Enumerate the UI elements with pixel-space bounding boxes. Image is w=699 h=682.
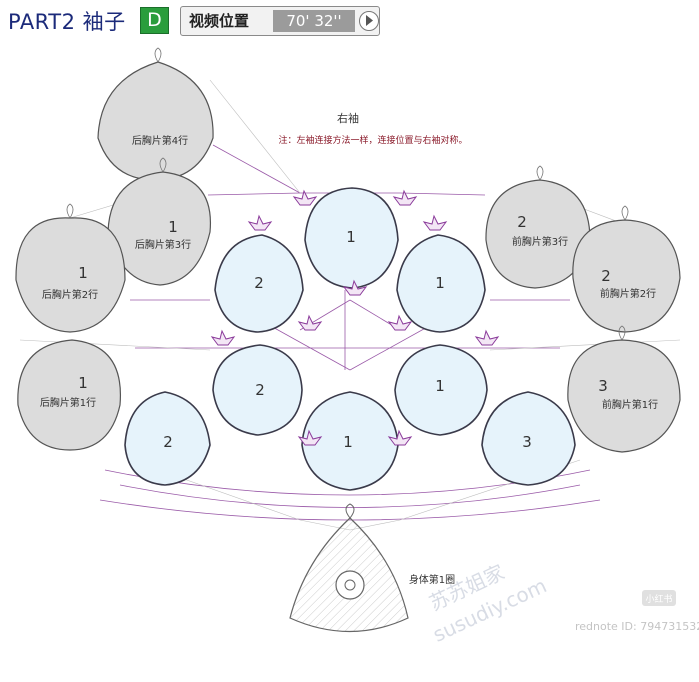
body-motif-back-2: [15, 217, 126, 333]
part-title: PART2 袖子: [8, 10, 126, 34]
play-button[interactable]: [359, 11, 379, 31]
body-label: 后胸片第2行: [42, 288, 98, 301]
body-label: 后胸片第3行: [135, 238, 191, 251]
sleeve-number: 2: [255, 381, 265, 399]
sleeve-number: 3: [522, 433, 532, 451]
body-motif-front-3: [485, 179, 591, 289]
sleeve-number: 2: [163, 433, 173, 451]
body-motif-front-2: [572, 219, 681, 333]
sleeve-number: 1: [343, 433, 353, 451]
watermark-badge-bg: [642, 590, 676, 606]
video-position-bar: 视频位置 70' 32'': [180, 6, 380, 36]
sleeve-number: 2: [254, 274, 264, 292]
body-round-label: 身体第1圈: [409, 573, 455, 586]
body-motif-petals: [66, 47, 629, 341]
sleeve-number: 1: [435, 377, 445, 395]
body-number: 3: [598, 377, 608, 395]
sleeve-number: 1: [435, 274, 445, 292]
body-number: 1: [78, 374, 88, 392]
sleeve-motif-center-right: [394, 344, 488, 436]
sleeve-motif-center-left: [212, 344, 303, 436]
body-number: 2: [517, 213, 527, 231]
flower-joins: [210, 189, 500, 446]
body-label: 前胸片第2行: [600, 287, 656, 300]
body-motif-front-1: [567, 339, 681, 453]
body-label: 后胸片第1行: [40, 396, 96, 409]
sleeve-motif-bottom-center: [301, 391, 399, 491]
play-icon: [366, 15, 373, 26]
watermark: 苏苏姐家 susudiy.com: [425, 560, 550, 647]
sleeve-motifs: [124, 187, 576, 491]
body-label: 前胸片第1行: [602, 398, 658, 411]
sleeve-motif-mid-right: [396, 234, 486, 333]
body-number: 1: [168, 218, 178, 236]
body-round-motif: [289, 503, 409, 633]
diagram-note: 注：左袖连接方法一样，连接位置与右袖对称。: [278, 134, 467, 146]
body-motif-back-3: [107, 171, 212, 286]
sleeve-number: 1: [346, 228, 356, 246]
watermark-rednote: rednote ID: 794731532: [575, 620, 699, 633]
body-label: 前胸片第3行: [512, 235, 568, 248]
body-number: 1: [78, 264, 88, 282]
sleeve-motif-bottom-right: [481, 391, 576, 486]
video-timestamp: 70' 32'': [273, 10, 355, 32]
watermark-badge: 小红书: [645, 593, 672, 605]
body-motif-back-4: [97, 61, 214, 181]
body-number: 2: [601, 267, 611, 285]
body-motif-back-1: [17, 339, 122, 451]
diagram-title: 右袖: [337, 111, 359, 125]
header: PART2 袖子 D 视频位置 70' 32'': [0, 0, 699, 40]
body-label: 后胸片第4行: [132, 134, 188, 147]
sleeve-motif-mid-left: [214, 234, 304, 333]
body-motifs: [15, 61, 681, 453]
video-position-label: 视频位置: [189, 12, 250, 30]
part-badge: D: [140, 7, 169, 34]
sleeve-motif-bottom-left: [124, 391, 211, 486]
crochet-sleeve-diagram: 1 2 1 2 1 2 1 3 后胸片第4行 1 后胸片第3行 1 后胸片第2行…: [15, 47, 699, 647]
